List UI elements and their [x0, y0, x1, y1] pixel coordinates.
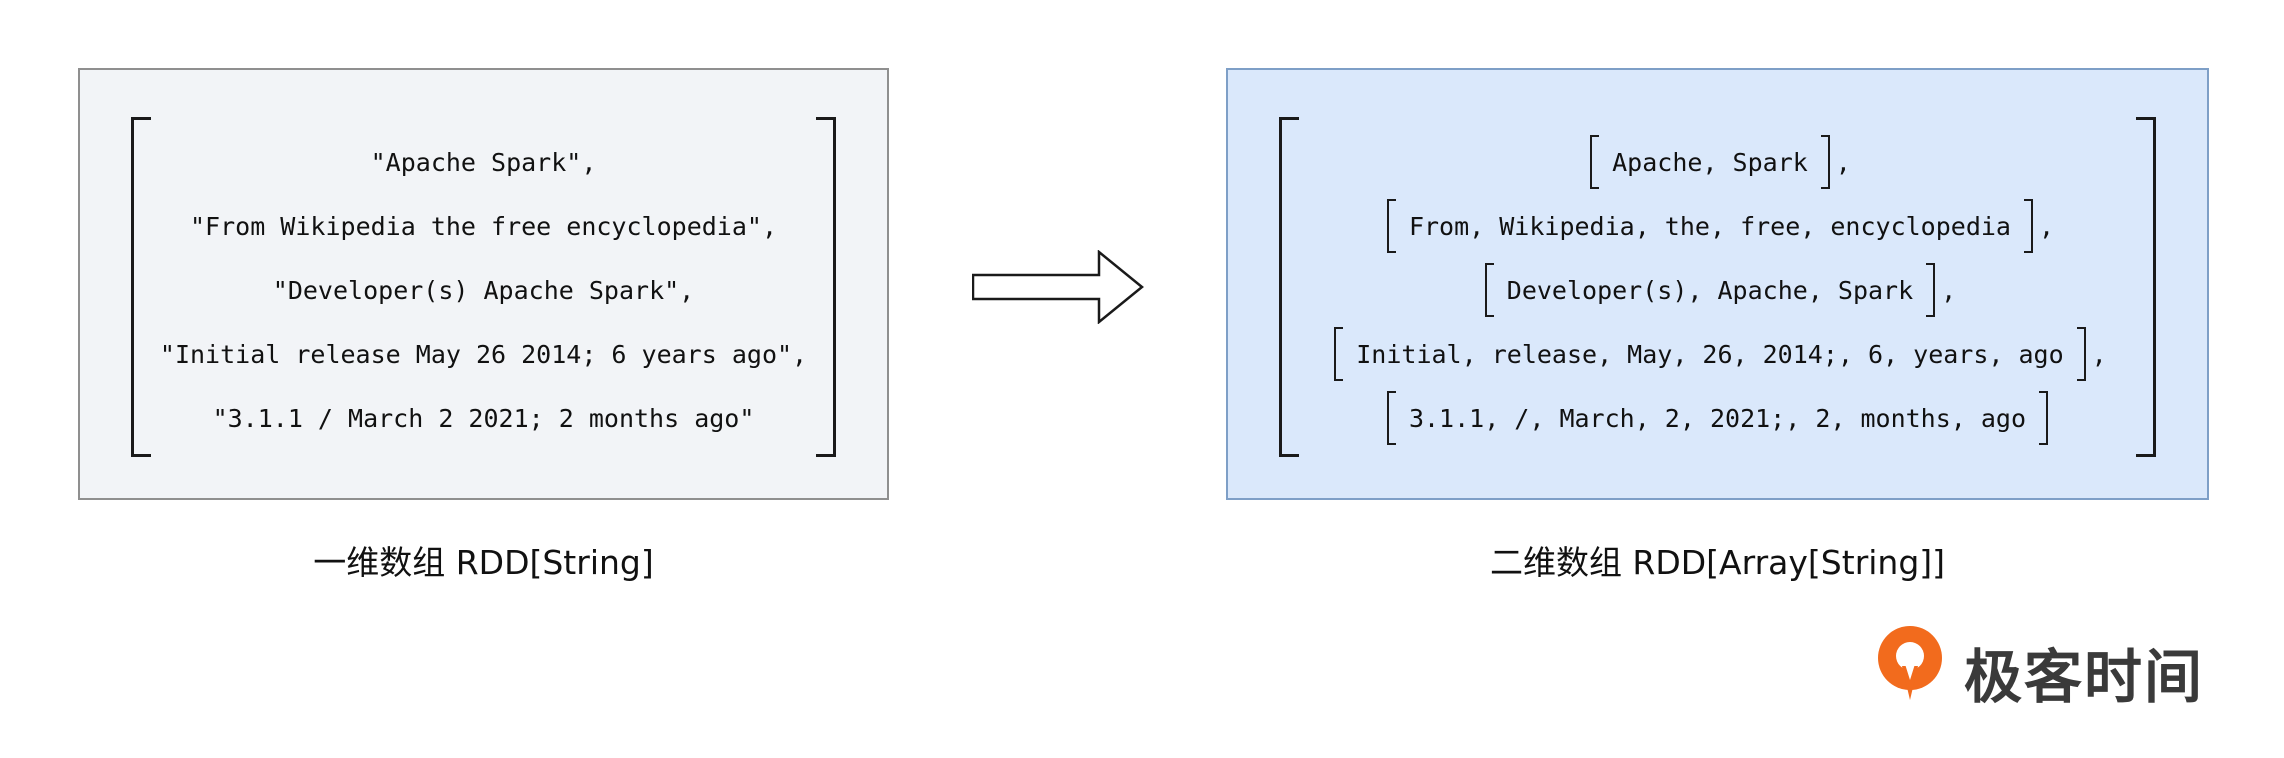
array-row: From, Wikipedia, the, free, encyclopedia… [1228, 199, 2207, 253]
array-item: Developer(s), Apache, Spark [1484, 263, 1936, 317]
string-rdd-caption: 一维数组 RDD[String] [313, 543, 654, 582]
row-separator: , [2091, 340, 2107, 369]
string-row: "Apache Spark", [370, 148, 597, 177]
array-row: Apache, Spark, [1228, 135, 2207, 189]
array-rdd-panel: Apache, Spark, From, Wikipedia, the, fre… [1226, 68, 2209, 500]
left-open-bracket [131, 117, 151, 457]
geektime-logo-icon [1878, 626, 1942, 700]
right-open-bracket [1279, 117, 1299, 457]
row-separator: , [1835, 148, 1851, 177]
array-rdd-caption: 二维数组 RDD[Array[String]] [1489, 543, 1946, 582]
left-close-bracket [816, 117, 836, 457]
string-row: "Developer(s) Apache Spark", [272, 276, 695, 305]
string-rdd-panel: "Apache Spark", "From Wikipedia the free… [78, 68, 889, 500]
row-separator: , [1941, 276, 1957, 305]
array-row: Initial, release, May, 26, 2014;, 6, yea… [1228, 327, 2207, 381]
string-row: "From Wikipedia the free encyclopedia", [190, 212, 777, 241]
string-row: "3.1.1 / March 2 2021; 2 months ago" [212, 404, 755, 433]
string-row: "Initial release May 26 2014; 6 years ag… [159, 340, 808, 369]
array-item: Apache, Spark [1590, 135, 1830, 189]
array-row: Developer(s), Apache, Spark, [1228, 263, 2207, 317]
array-item: From, Wikipedia, the, free, encyclopedia [1386, 199, 2034, 253]
array-row: 3.1.1, /, March, 2, 2021;, 2, months, ag… [1228, 391, 2207, 445]
row-separator: , [2039, 212, 2055, 241]
array-item: Initial, release, May, 26, 2014;, 6, yea… [1334, 327, 2087, 381]
geektime-logo-text: 极客时间 [1964, 643, 2205, 711]
transform-arrow-icon [972, 250, 1144, 324]
array-item: 3.1.1, /, March, 2, 2021;, 2, months, ag… [1386, 391, 2049, 445]
geektime-logo: 极客时间 [1872, 618, 2232, 711]
right-close-bracket [2136, 117, 2156, 457]
